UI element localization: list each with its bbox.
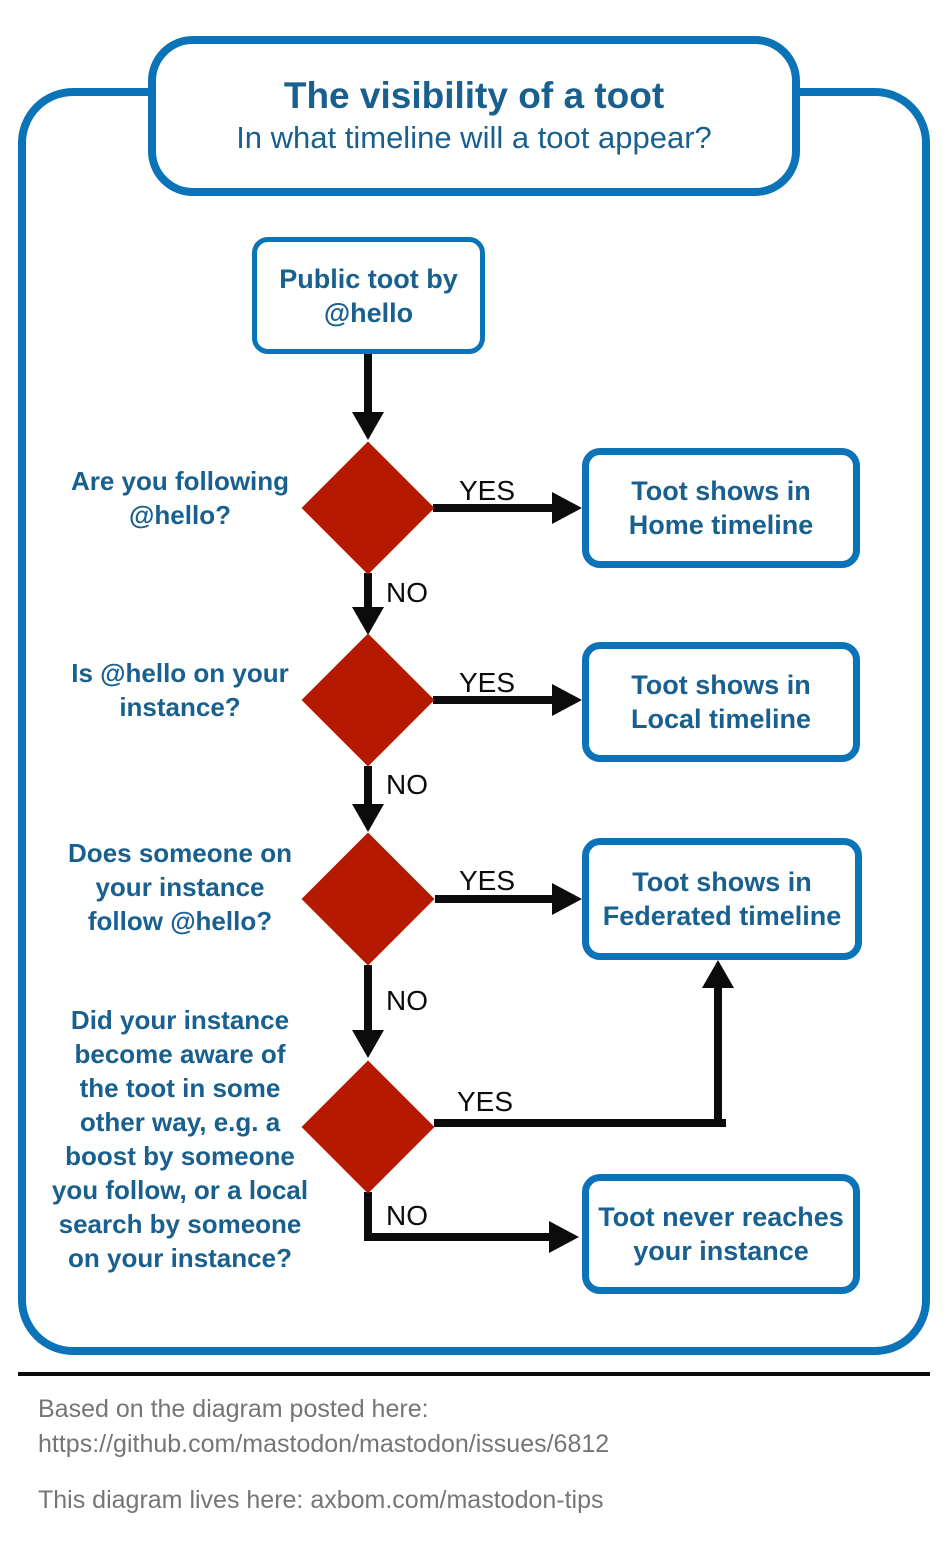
- arrow-yes2-head: [552, 684, 582, 716]
- yes-label-4: YES: [457, 1086, 514, 1117]
- arrow-no2-head: [352, 804, 384, 832]
- question-following: Are you following @hello?: [70, 466, 290, 530]
- no-label-2: NO: [386, 769, 428, 800]
- outcome-never-reaches: Toot never reaches your instance: [582, 1174, 860, 1294]
- diagram-subtitle: In what timeline will a toot appear?: [236, 119, 712, 155]
- arrow-no3-line: [364, 965, 372, 1032]
- no-label-1: NO: [386, 577, 428, 608]
- no-label-3: NO: [386, 985, 428, 1016]
- outcome-home-timeline: Toot shows in Home timeline: [582, 448, 860, 568]
- question-someone-follows: Does someone on your instance follow @he…: [68, 838, 292, 936]
- question-aware-other-way: Did your instance become aware of the to…: [51, 1005, 309, 1273]
- arrow-yes2-line: [433, 696, 555, 704]
- yes-label-2: YES: [459, 667, 516, 698]
- start-node-public-toot: Public toot by @hello: [252, 237, 485, 354]
- arrow-no3-head: [352, 1030, 384, 1058]
- yes-label-1: YES: [459, 475, 516, 506]
- arrow-yes3-head: [552, 883, 582, 915]
- outcome-federated-timeline: Toot shows in Federated timeline: [582, 838, 862, 960]
- footer-divider: [18, 1372, 930, 1376]
- diagram-title: The visibility of a toot: [283, 75, 665, 117]
- title-box: The visibility of a toot In what timelin…: [148, 36, 800, 196]
- arrow-start-to-decision1-line: [364, 344, 372, 417]
- arrow-yes1-line: [433, 504, 555, 512]
- footer-attribution-line1: Based on the diagram posted here:: [38, 1395, 429, 1423]
- arrow-no4-hline: [364, 1233, 552, 1241]
- no-label-4: NO: [386, 1200, 428, 1231]
- arrow-no4-head: [549, 1221, 579, 1253]
- footer-home-link: This diagram lives here: axbom.com/masto…: [38, 1486, 604, 1514]
- outcome-local-timeline: Toot shows in Local timeline: [582, 642, 860, 762]
- arrow-yes4-head: [702, 960, 734, 988]
- question-instance: Is @hello on your instance?: [71, 658, 289, 722]
- arrow-no4-vline: [364, 1192, 372, 1241]
- yes-label-3: YES: [459, 865, 516, 896]
- arrow-no1-line: [364, 573, 372, 613]
- footer-attribution-link: https://github.com/mastodon/mastodon/iss…: [38, 1430, 610, 1458]
- arrow-yes3-line: [435, 895, 555, 903]
- arrow-no2-line: [364, 766, 372, 806]
- arrow-yes4-hline: [434, 1119, 726, 1127]
- arrow-yes4-vline: [714, 986, 722, 1127]
- arrow-no1-head: [352, 607, 384, 635]
- arrow-yes1-head: [552, 492, 582, 524]
- arrow-start-to-decision1-head: [352, 412, 384, 440]
